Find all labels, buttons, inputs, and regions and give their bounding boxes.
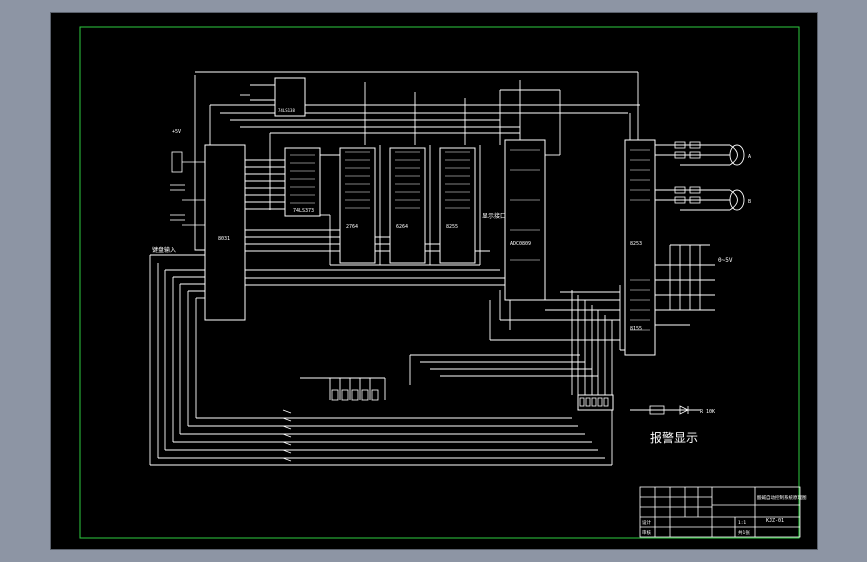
ic-8255 xyxy=(439,147,476,264)
label-display: 显示接口 xyxy=(482,212,506,220)
title-checker: 审核 xyxy=(642,529,651,536)
label-range: 0~5V xyxy=(718,257,733,264)
label-alarm: 报警显示 xyxy=(650,430,698,445)
ic-packages xyxy=(204,77,656,411)
label-sensor-b: B xyxy=(748,199,751,205)
title-drawing: 酸碱自动控制系统原理图 xyxy=(757,494,807,501)
title-drawing-no: KJZ-01 xyxy=(766,518,784,524)
label-keyboard: 键盘输入 xyxy=(152,246,176,254)
label-res: R 10K xyxy=(700,409,715,415)
label-ic1: 8031 xyxy=(218,236,230,242)
ic-74ls138 xyxy=(274,77,306,117)
ic-8031 xyxy=(204,144,246,321)
label-ic9: 74LS138 xyxy=(278,108,295,113)
label-sensor-a: A xyxy=(748,154,751,160)
drawing-border xyxy=(79,26,800,539)
label-ic7: 8253 xyxy=(630,241,642,247)
sensors xyxy=(729,144,745,211)
ic-8155 xyxy=(624,139,656,356)
ic-6264 xyxy=(389,147,426,264)
ic-2764 xyxy=(339,147,376,264)
label-ic4: 6264 xyxy=(396,224,408,230)
title-designer: 设计 xyxy=(642,519,651,526)
ic-74ls373 xyxy=(284,147,321,217)
drawing-sheet xyxy=(51,13,817,549)
title-sheet: 共1张 xyxy=(738,529,750,536)
label-ic6: ADC0809 xyxy=(510,241,531,247)
title-block xyxy=(639,486,801,538)
label-ic3: 2764 xyxy=(346,224,358,230)
label-ic2: 74LS373 xyxy=(293,208,314,214)
ic-adc0809 xyxy=(504,139,546,301)
discrete-components xyxy=(170,141,701,462)
label-ic8: 8155 xyxy=(630,326,642,332)
title-scale: 1:1 xyxy=(738,520,746,526)
label-power: +5V xyxy=(172,129,181,135)
pin-ticks xyxy=(290,149,650,331)
label-ic5: 8255 xyxy=(446,224,458,230)
